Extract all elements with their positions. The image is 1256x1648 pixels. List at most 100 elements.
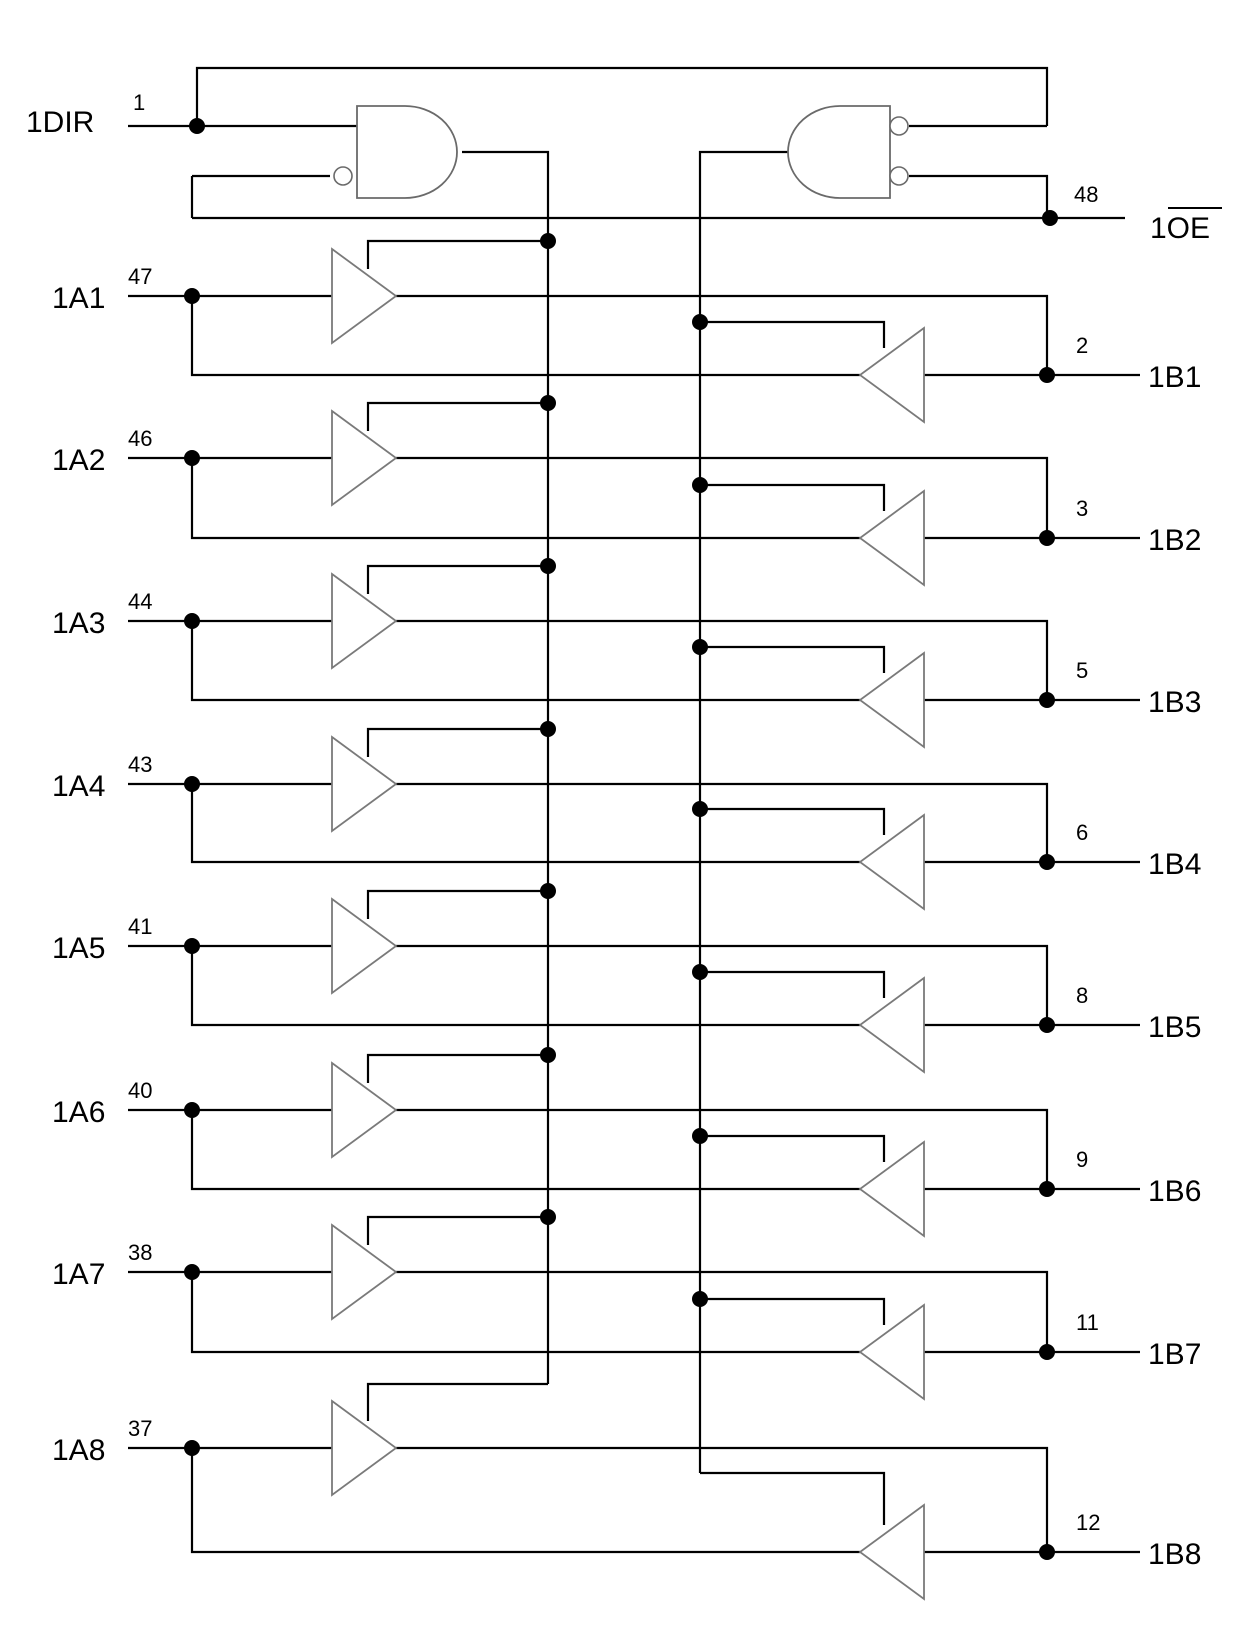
a4-to-b4-wire	[396, 782, 1049, 862]
and-gate-a-to-b	[356, 105, 458, 199]
buffer-a5-to-b5	[331, 897, 398, 995]
b7-to-a7-wire	[190, 1272, 860, 1354]
b5-junction-dot	[1039, 1017, 1055, 1033]
b7-label: 1B7	[1148, 1338, 1201, 1371]
enable-b3-junction-dot	[692, 639, 708, 655]
a3-pin: 44	[128, 589, 152, 614]
enable-a7-junction-dot	[540, 1209, 556, 1225]
enable-b6-junction-dot	[692, 1128, 708, 1144]
b6-enable-wire	[700, 1134, 886, 1162]
a7-label: 1A7	[52, 1258, 105, 1291]
b8-to-a8-wire	[190, 1448, 860, 1554]
enable-b4-junction-dot	[692, 801, 708, 817]
a3-enable-wire	[366, 564, 548, 594]
a1-enable-wire	[366, 239, 548, 269]
enable-a3-junction-dot	[540, 558, 556, 574]
a8-enable-wire	[366, 1382, 548, 1421]
a2-enable-wire	[366, 401, 548, 431]
b6-pin: 9	[1076, 1147, 1088, 1172]
buffer-b5-to-a5	[858, 976, 925, 1074]
enable-a2-junction-dot	[540, 395, 556, 411]
enable-a5-junction-dot	[540, 883, 556, 899]
buffer-a1-to-b1	[331, 247, 398, 345]
a5-junction-dot	[184, 938, 200, 954]
b4-label: 1B4	[1148, 848, 1201, 881]
b8-enable-wire	[700, 1471, 886, 1525]
b5-enable-wire	[700, 970, 886, 998]
buffer-a8-to-b8	[331, 1399, 398, 1497]
labels: 1DIR 1 1OE 48 1A1471B121A2461B231A3441B3…	[26, 90, 1222, 1571]
a7-enable-wire	[366, 1215, 548, 1245]
b1-pin: 2	[1076, 333, 1088, 358]
inverter-bubble	[889, 116, 909, 136]
b6-to-a6-wire	[190, 1110, 860, 1191]
buffer-a3-to-b3	[331, 572, 398, 670]
a7-pin: 38	[128, 1240, 152, 1265]
enable-b7-junction-dot	[692, 1291, 708, 1307]
b4-junction-dot	[1039, 854, 1055, 870]
b5-pin: 8	[1076, 983, 1088, 1008]
a3-junction-dot	[184, 613, 200, 629]
b1-enable-wire	[700, 320, 886, 348]
enable-bus-b-to-a-wire	[698, 150, 789, 1473]
a8-pin: 37	[128, 1416, 152, 1441]
buffer-b7-to-a7	[858, 1303, 925, 1401]
a7-to-b7-wire	[396, 1270, 1049, 1352]
buffer-a7-to-b7	[331, 1223, 398, 1321]
a8-to-b8-wire	[396, 1446, 1049, 1552]
buffer-b2-to-a2	[858, 489, 925, 587]
buffer-b8-to-a8	[858, 1503, 925, 1601]
oe-label: 1OE	[1150, 212, 1210, 245]
a3-label: 1A3	[52, 607, 105, 640]
a7-junction-dot	[184, 1264, 200, 1280]
buffer-a2-to-b2	[331, 409, 398, 507]
inverter-bubble	[333, 166, 353, 186]
a2-to-b2-wire	[396, 456, 1049, 538]
oe-pin: 48	[1074, 182, 1098, 207]
a6-to-b6-wire	[396, 1108, 1049, 1189]
enable-a6-junction-dot	[540, 1047, 556, 1063]
b8-pin: 12	[1076, 1510, 1100, 1535]
a4-pin: 43	[128, 752, 152, 777]
b5-to-a5-wire	[190, 946, 860, 1027]
enable-a1-junction-dot	[540, 233, 556, 249]
oe-junction-dot	[1042, 210, 1058, 226]
b8-label: 1B8	[1148, 1538, 1201, 1571]
a1-to-b1-wire	[396, 294, 1049, 375]
a5-label: 1A5	[52, 932, 105, 965]
b3-junction-dot	[1039, 692, 1055, 708]
b1-junction-dot	[1039, 367, 1055, 383]
a5-to-b5-wire	[396, 944, 1049, 1025]
b6-junction-dot	[1039, 1181, 1055, 1197]
enable-b5-junction-dot	[692, 964, 708, 980]
b3-pin: 5	[1076, 658, 1088, 683]
a2-junction-dot	[184, 450, 200, 466]
b2-to-a2-wire	[190, 458, 860, 540]
and-gate-b-to-a	[787, 105, 891, 199]
wires	[128, 66, 1140, 1554]
b1-to-a1-wire	[190, 296, 860, 377]
buffer-a6-to-b6	[331, 1061, 398, 1159]
b6-label: 1B6	[1148, 1175, 1201, 1208]
b7-enable-wire	[700, 1297, 886, 1325]
a5-enable-wire	[366, 889, 548, 919]
a8-label: 1A8	[52, 1434, 105, 1467]
a1-junction-dot	[184, 288, 200, 304]
b8-junction-dot	[1039, 1544, 1055, 1560]
junctions	[184, 118, 1058, 1560]
gates	[331, 105, 925, 1601]
buffer-b3-to-a3	[858, 651, 925, 749]
b2-label: 1B2	[1148, 524, 1201, 557]
a2-label: 1A2	[52, 444, 105, 477]
buffer-b1-to-a1	[858, 326, 925, 424]
a2-pin: 46	[128, 426, 152, 451]
buffer-b6-to-a6	[858, 1140, 925, 1238]
a5-pin: 41	[128, 914, 152, 939]
b1-label: 1B1	[1148, 361, 1201, 394]
a4-label: 1A4	[52, 770, 105, 803]
enable-b2-junction-dot	[692, 477, 708, 493]
a6-junction-dot	[184, 1102, 200, 1118]
dir-junction-dot	[189, 118, 205, 134]
a6-pin: 40	[128, 1078, 152, 1103]
